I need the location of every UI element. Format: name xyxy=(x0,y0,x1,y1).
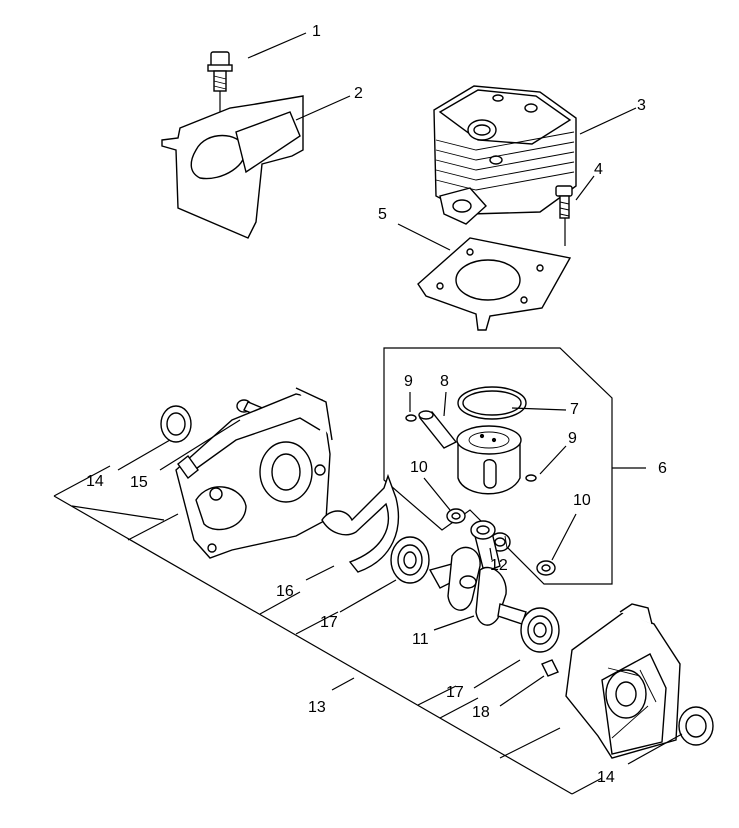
part-2-heat-shield xyxy=(161,95,304,239)
crankcase-right-half xyxy=(565,603,681,759)
part-7-piston-ring xyxy=(457,386,527,420)
part-13-assembly-brace xyxy=(53,465,603,795)
label-8: 8 xyxy=(440,373,449,390)
part-18-dowel-pin xyxy=(541,659,559,677)
label-7: 7 xyxy=(570,401,579,418)
label-9a: 9 xyxy=(404,373,413,390)
part-14-oil-seal xyxy=(160,405,714,746)
label-4: 4 xyxy=(594,161,603,178)
label-11: 11 xyxy=(412,631,429,648)
label-16: 16 xyxy=(276,583,294,600)
label-13: 13 xyxy=(308,699,326,716)
part-9-circlip xyxy=(405,414,537,482)
label-10a: 10 xyxy=(410,459,428,476)
part-number-labels: 1 2 3 4 5 6 7 8 9 9 10 10 11 12 13 14 14… xyxy=(86,23,667,786)
label-2: 2 xyxy=(354,85,363,102)
part-10-thrust-washer xyxy=(446,508,556,576)
piston xyxy=(456,425,522,495)
label-17a: 17 xyxy=(320,614,338,631)
part-17-bearing xyxy=(390,536,560,653)
label-5: 5 xyxy=(378,206,387,223)
label-15: 15 xyxy=(130,474,148,491)
part-16-crankcase-gasket xyxy=(321,473,400,573)
label-3: 3 xyxy=(637,97,646,114)
label-1: 1 xyxy=(312,23,321,40)
part-6-piston-kit-frame xyxy=(383,347,646,585)
callout-lines xyxy=(117,32,683,765)
label-14a: 14 xyxy=(86,473,104,490)
crankcase-left-half xyxy=(175,387,333,559)
part-5-gasket xyxy=(417,237,572,331)
label-18: 18 xyxy=(472,704,490,721)
label-6: 6 xyxy=(658,460,667,477)
part-4-screw xyxy=(555,185,573,246)
label-17b: 17 xyxy=(446,684,464,701)
label-9b: 9 xyxy=(568,430,577,447)
part-11-crankshaft xyxy=(428,520,527,626)
label-12: 12 xyxy=(490,557,508,574)
part-8-piston-pin xyxy=(418,410,458,449)
label-14b: 14 xyxy=(597,769,615,786)
part-3-cylinder xyxy=(433,85,577,225)
label-10b: 10 xyxy=(573,492,591,509)
